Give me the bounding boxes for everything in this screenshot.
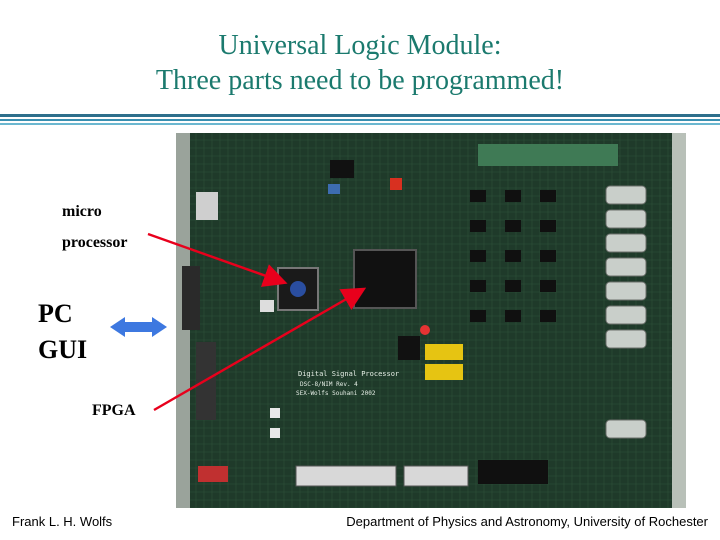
arrow-fpga	[153, 287, 367, 412]
capacitor	[425, 344, 463, 360]
chip	[398, 336, 420, 360]
silkscreen-line-3: SEX-Wolfs Souhani 2002	[296, 390, 376, 397]
capacitor	[425, 364, 463, 380]
channel-chips	[470, 190, 556, 322]
ribbon-connector	[295, 465, 397, 487]
label-line: PC	[38, 299, 73, 328]
connector	[390, 178, 402, 190]
chip	[260, 300, 274, 312]
divider-line	[0, 114, 720, 117]
chip	[330, 160, 354, 178]
crystal	[196, 192, 218, 220]
divider-line	[0, 123, 720, 125]
button	[270, 428, 280, 438]
microprocessor-label: micro processor	[62, 196, 127, 258]
fpga-label: FPGA	[92, 402, 136, 419]
connector	[478, 460, 548, 484]
button	[270, 408, 280, 418]
label-line: GUI	[38, 335, 88, 364]
board-edge-right	[672, 133, 686, 508]
power-connector	[198, 466, 228, 482]
circuit-board	[176, 133, 686, 508]
ribbon-connector	[403, 465, 469, 487]
chip-logo	[290, 281, 306, 297]
footer-department: Department of Physics and Astronomy, Uni…	[346, 514, 708, 529]
divider-line	[0, 119, 720, 121]
header-block	[478, 144, 618, 166]
silkscreen-line-1: Digital Signal Processor	[298, 370, 399, 378]
double-arrow-icon	[110, 317, 167, 337]
serial-connector	[182, 266, 200, 330]
connector	[328, 184, 340, 194]
label-line: micro	[62, 203, 102, 220]
bnc-connectors	[605, 185, 647, 439]
pc-gui-label: PC GUI	[38, 296, 87, 368]
footer-author: Frank L. H. Wolfs	[12, 514, 113, 529]
silkscreen-line-2: DSC-8/NIM Rev. 4	[300, 381, 358, 388]
title-line-2: Three parts need to be programmed!	[155, 65, 565, 96]
led	[420, 325, 430, 335]
slide-title: Universal Logic Module: Three parts need…	[0, 28, 720, 98]
arrow-microprocessor	[147, 232, 288, 287]
fpga-chip	[353, 249, 417, 309]
label-line: processor	[62, 234, 128, 251]
title-line-1: Universal Logic Module:	[218, 30, 502, 61]
